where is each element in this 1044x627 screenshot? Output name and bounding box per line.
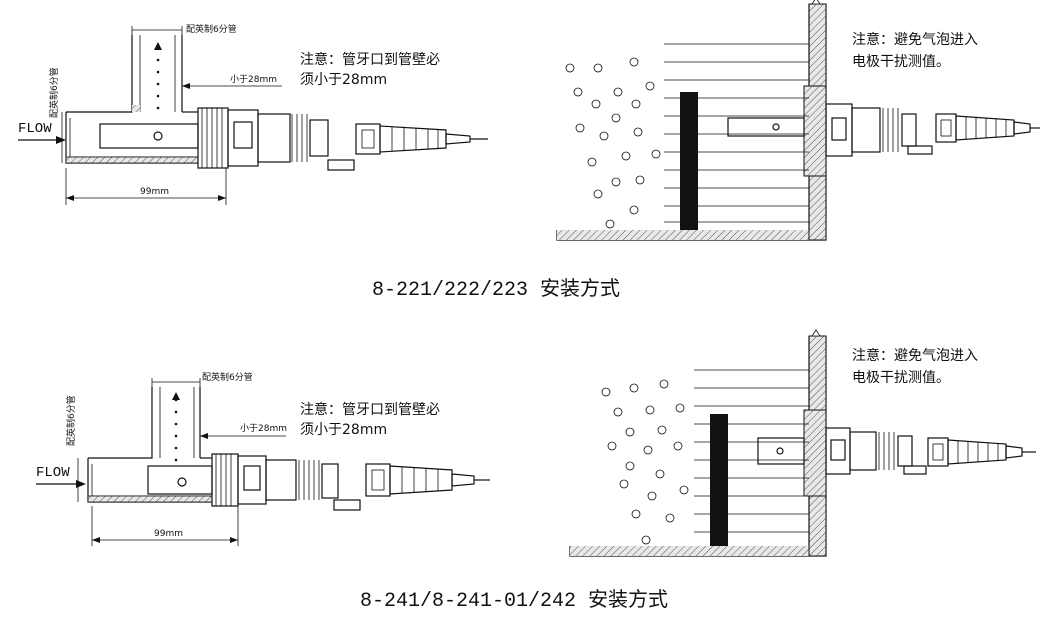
- gap-dimension-label-2: 小于28mm: [240, 423, 287, 434]
- baffle-plate: [680, 92, 698, 230]
- bubbles-1: [565, 57, 661, 229]
- caption-2: 8-241/8-241-01/242 安装方式: [360, 588, 668, 613]
- flow-label-2: FLOW: [36, 465, 70, 481]
- section-2: 小于28mm 99mm 配英制6分管 配英制6分管 FLOW 注意：管牙口到管壁…: [36, 329, 1036, 613]
- length-dimension-label-2: 99mm: [154, 529, 183, 539]
- note-left-line2-2: 须小于28mm: [300, 422, 387, 438]
- tee-pipe-diagram-2: 小于28mm 99mm 配英制6分管 配英制6分管 FLOW 注意：管牙口到管壁…: [36, 371, 490, 546]
- note-right-line1: 注意：避免气泡进入: [852, 31, 978, 48]
- note-right-line2-2: 电极干扰测值。: [852, 370, 950, 386]
- caption-1: 8-221/222/223 安装方式: [372, 277, 620, 302]
- note-right-line1-2: 注意：避免气泡进入: [852, 347, 978, 364]
- pipe-label-top-2: 配英制6分管: [202, 371, 253, 383]
- tank-diagram-1: 注意：避免气泡进入 电极干扰测值。: [556, 0, 1040, 241]
- note-left-line1: 注意：管牙口到管壁必: [300, 51, 440, 68]
- pipe-label-side-2: 配英制6分管: [65, 395, 77, 446]
- pipe-label-side: 配英制6分管: [48, 67, 60, 118]
- flow-up-dots-2: [172, 392, 180, 462]
- tank-diagram-2: 注意：避免气泡进入 电极干扰测值。: [569, 329, 1036, 557]
- note-right-line2: 电极干扰测值。: [852, 54, 950, 70]
- tee-pipe-diagram-1: 小于28mm 99mm 配英制6分管 配英制6分管 FLOW 注意：管牙口到管壁…: [18, 23, 488, 205]
- bubbles-2: [601, 379, 689, 545]
- flow-label: FLOW: [18, 121, 52, 137]
- note-left-line2: 须小于28mm: [300, 72, 387, 88]
- pipe-label-top: 配英制6分管: [186, 23, 237, 35]
- section-1: 小于28mm 99mm 配英制6分管 配英制6分管 FLOW 注意：管牙口到管壁…: [18, 0, 1040, 302]
- note-left-line1-2: 注意：管牙口到管壁必: [300, 401, 440, 418]
- flow-up-dots: [154, 42, 162, 110]
- length-dimension-label: 99mm: [140, 187, 169, 197]
- baffle-plate-2: [710, 414, 728, 546]
- gap-dimension-label: 小于28mm: [230, 74, 277, 85]
